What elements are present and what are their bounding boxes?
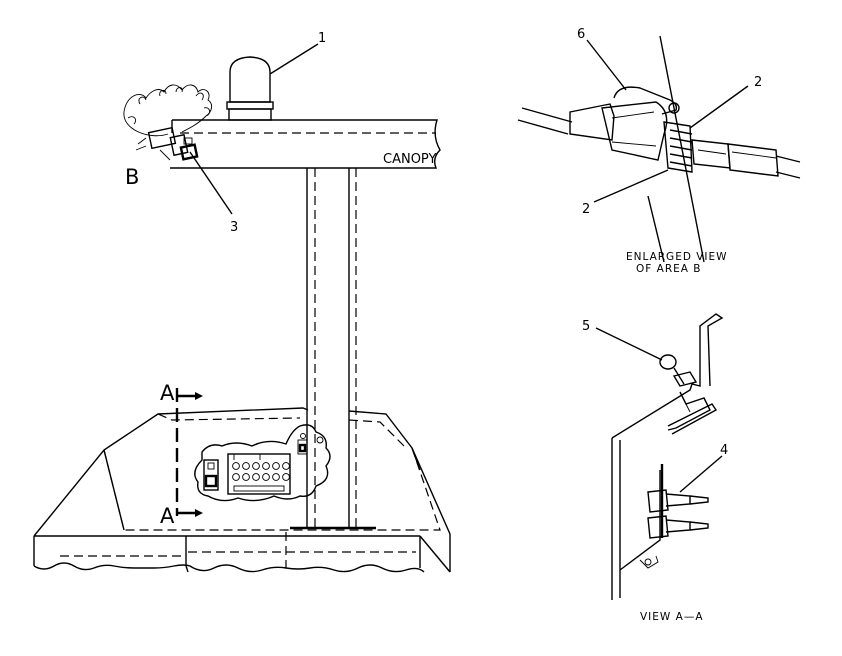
enlarged-view-area-b: 6 2 2 ENLARGED VIEW OF AREA B — [517, 27, 801, 275]
coiled-cable — [123, 84, 213, 137]
callout-2-bottom: 2 — [582, 202, 590, 217]
section-a-top-label: A — [160, 381, 175, 405]
leader-2-top — [689, 85, 749, 129]
console-base — [33, 407, 451, 573]
callout-1: 1 — [318, 31, 326, 46]
leader-4 — [679, 455, 723, 493]
view-aa-caption: VIEW A—A — [640, 611, 704, 623]
enlarged-view-caption-line1: ENLARGED VIEW — [626, 251, 728, 263]
canopy-beam — [170, 119, 441, 169]
view-a-a: 5 4 VIEW A—A — [582, 313, 728, 623]
callout-2-top: 2 — [754, 75, 762, 90]
enlarged-view-caption-line2: OF AREA B — [636, 263, 701, 275]
leader-5 — [595, 327, 663, 361]
switch-panel — [194, 424, 331, 502]
beacon-socket — [135, 126, 199, 161]
canopy-post — [306, 168, 357, 528]
section-a-a-line — [175, 388, 203, 517]
beacon-lamp — [226, 56, 274, 121]
area-b-label: B — [125, 165, 139, 189]
callout-4: 4 — [720, 443, 728, 458]
callout-3: 3 — [230, 220, 238, 235]
callout-5: 5 — [582, 319, 590, 334]
leader-6 — [586, 39, 627, 91]
canopy-label: CANOPY — [383, 152, 436, 167]
callout-6: 6 — [577, 27, 585, 42]
leader-1 — [269, 43, 319, 75]
section-a-bottom-label: A — [160, 504, 175, 528]
main-view: CANOPY B — [33, 31, 451, 573]
leader-3 — [189, 151, 233, 215]
leader-2-bottom — [593, 169, 669, 203]
